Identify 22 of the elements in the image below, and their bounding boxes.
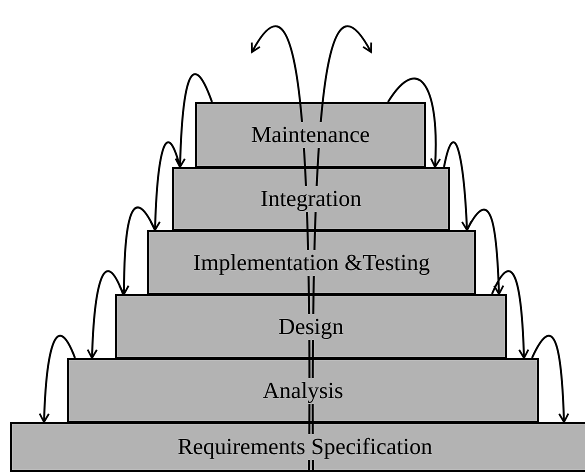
curved-arrow: [466, 208, 504, 295]
curved-arrow: [174, 73, 213, 168]
curved-arrow: [387, 78, 441, 168]
curved-arrow: [491, 270, 530, 359]
stage-label: Design: [277, 314, 345, 340]
stage-box: [195, 102, 426, 168]
stage-box: [10, 422, 585, 472]
curved-arrow: [443, 142, 472, 231]
stage-label: Maintenance: [250, 122, 371, 148]
stage-label: Analysis: [262, 378, 344, 404]
curved-arrow: [118, 206, 156, 295]
curved-arrow: [150, 142, 181, 231]
curved-arrow: [86, 270, 124, 359]
stage-box: [147, 230, 476, 295]
stage-label: Requirements Specification: [176, 434, 434, 460]
curved-arrow: [38, 335, 76, 423]
stage-box: [172, 167, 450, 231]
stage-box: [115, 294, 507, 359]
stage-box: [67, 358, 539, 423]
curved-arrow: [531, 335, 570, 423]
stage-label: Integration: [260, 186, 362, 212]
stage-label: Implementation &Testing: [192, 250, 431, 276]
